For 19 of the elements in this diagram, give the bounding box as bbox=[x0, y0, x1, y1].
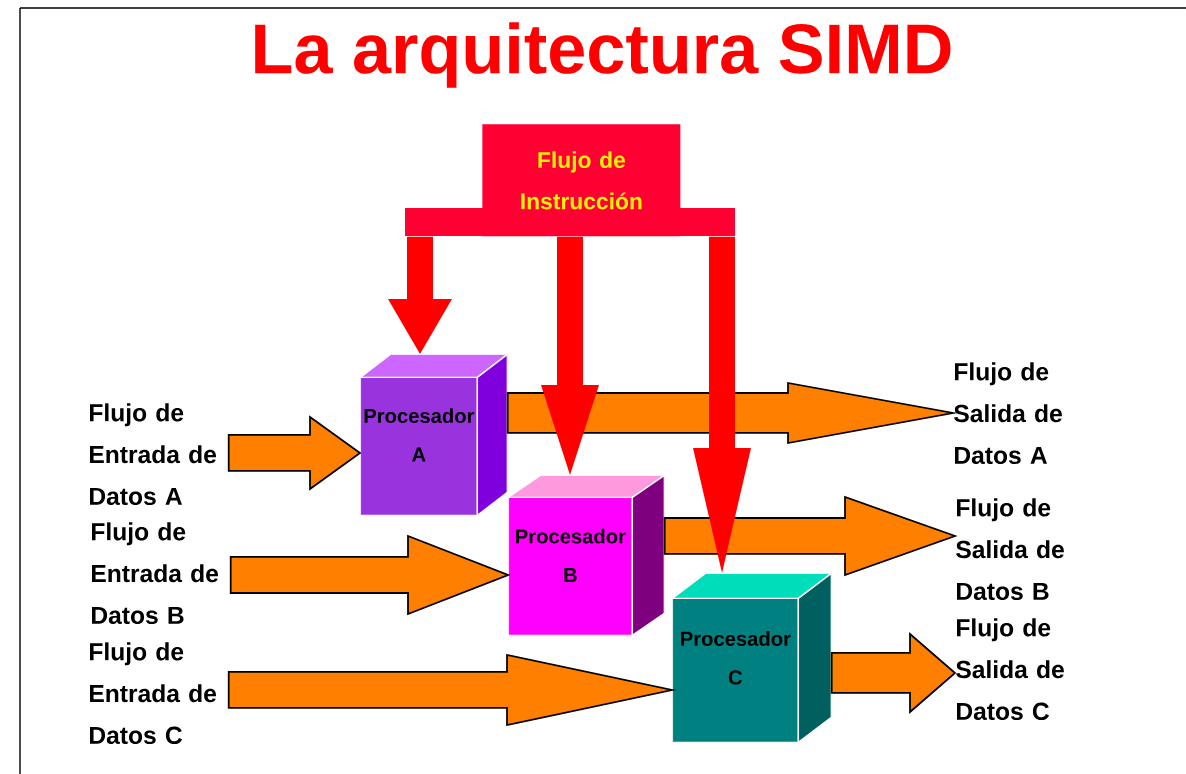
arrow bbox=[227, 415, 362, 491]
arrow bbox=[541, 236, 599, 475]
arrow bbox=[229, 534, 511, 616]
flow-label: Flujo de Salida de Datos B bbox=[956, 498, 1064, 601]
flow-label: Flujo de Entrada de Datos C bbox=[90, 642, 216, 745]
processor-cube: Procesador B bbox=[508, 475, 665, 636]
processor-cube: Procesador C bbox=[672, 573, 832, 743]
arrow bbox=[388, 236, 452, 354]
flow-label: Flujo de Salida de Datos A bbox=[954, 362, 1062, 465]
arrow bbox=[663, 495, 958, 577]
arrow bbox=[227, 653, 677, 727]
flow-label: Flujo de Salida de Datos C bbox=[956, 618, 1064, 721]
arrow bbox=[693, 236, 751, 573]
instruction-box: Flujo de Instrucción bbox=[405, 124, 735, 237]
processor-cube: Procesador A bbox=[360, 354, 508, 516]
flow-label: Flujo de Entrada de Datos B bbox=[92, 522, 218, 625]
flow-label: Flujo de Entrada de Datos A bbox=[90, 403, 216, 506]
arrow bbox=[830, 632, 957, 714]
title: La arquitectura SIMD bbox=[255, 22, 951, 88]
